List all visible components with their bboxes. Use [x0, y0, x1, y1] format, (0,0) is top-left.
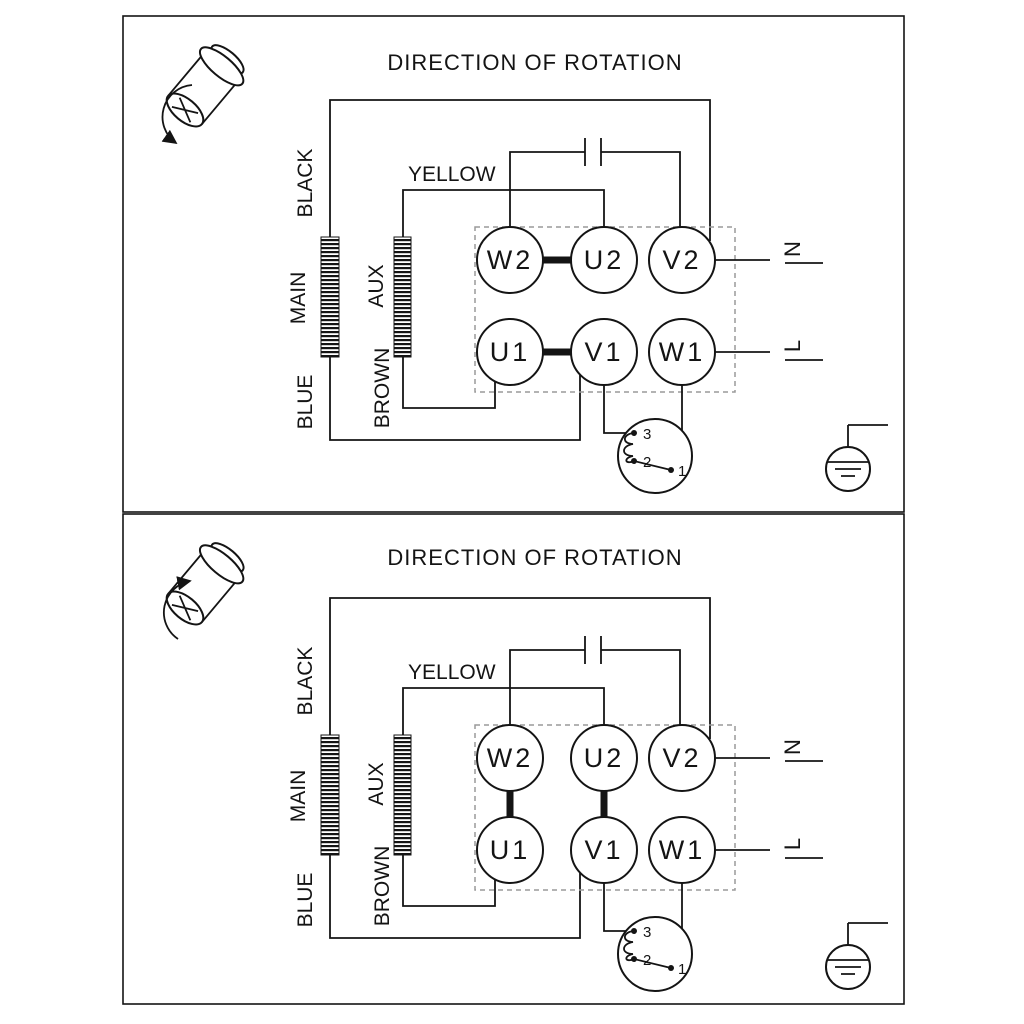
capacitor-icon	[509, 636, 681, 726]
wire-black	[329, 597, 711, 739]
panel-rotation-2: DIRECTION OF ROTATION BLACK MAIN BLUE AU…	[122, 513, 905, 1005]
rotation-arrow-icon	[162, 576, 192, 640]
aux-winding-bar	[393, 734, 412, 856]
wire-brown	[402, 357, 496, 409]
label-yellow: YELLOW	[408, 163, 496, 186]
terminal-u1: U1	[476, 816, 544, 884]
svg-text:V2: V2	[662, 743, 701, 773]
shaft-x-mark	[171, 97, 199, 123]
label-aux: AUX	[365, 264, 388, 307]
wire-yellow	[402, 687, 605, 735]
label-blue: BLUE	[294, 375, 317, 430]
label-main: MAIN	[287, 770, 310, 823]
rotation-arrow-icon	[161, 84, 193, 145]
aux-winding-bar	[393, 236, 412, 358]
label-neutral: N	[780, 739, 805, 755]
wire-brown	[402, 855, 496, 907]
thermal-terminal-3: 3	[643, 426, 651, 443]
svg-text:W1: W1	[659, 835, 706, 865]
svg-text:W1: W1	[659, 337, 706, 367]
terminal-w1: W1	[648, 816, 716, 884]
panel-title: DIRECTION OF ROTATION	[387, 50, 682, 75]
svg-text:V1: V1	[584, 835, 623, 865]
thermal-terminal-1: 1	[678, 961, 686, 978]
bimetal-coil	[623, 930, 635, 962]
terminal-u2: U2	[570, 226, 638, 294]
capacitor-icon	[509, 138, 681, 228]
label-aux: AUX	[365, 762, 388, 805]
terminal-w2: W2	[476, 724, 544, 792]
svg-text:W2: W2	[487, 245, 534, 275]
svg-text:W2: W2	[487, 743, 534, 773]
terminal-v2: V2	[648, 226, 716, 294]
label-main: MAIN	[287, 272, 310, 325]
svg-text:V2: V2	[662, 245, 701, 275]
label-brown: BROWN	[371, 348, 394, 429]
main-winding-bar	[320, 734, 340, 856]
label-black: BLACK	[294, 647, 317, 716]
terminal-v1: V1	[570, 816, 638, 884]
panel-border	[122, 513, 905, 1005]
svg-text:V1: V1	[584, 337, 623, 367]
supply-neutral: N	[715, 241, 823, 264]
wire-blue	[329, 357, 581, 441]
supply-line: L	[715, 340, 823, 361]
shaft-x-mark	[171, 595, 199, 621]
label-neutral: N	[780, 241, 805, 257]
motor-shaft-icon	[162, 542, 245, 640]
supply-neutral: N	[715, 739, 823, 762]
supply-line: L	[715, 838, 823, 859]
thermal-switch-icon: 3 2 1	[603, 883, 693, 992]
label-line: L	[780, 838, 805, 850]
label-yellow: YELLOW	[408, 661, 496, 684]
label-line: L	[780, 340, 805, 352]
earth-ground-icon	[825, 424, 888, 492]
switch-contact	[633, 460, 672, 471]
svg-text:U1: U1	[490, 835, 531, 865]
terminal-v2: V2	[648, 724, 716, 792]
panel-rotation-1: DIRECTION OF ROTATION BLACK MAIN BLUE AU…	[122, 15, 905, 513]
svg-text:U1: U1	[490, 337, 531, 367]
terminal-w2: W2	[476, 226, 544, 294]
panel-title: DIRECTION OF ROTATION	[387, 545, 682, 570]
label-brown: BROWN	[371, 846, 394, 927]
thermal-terminal-2: 2	[643, 952, 651, 969]
thermal-switch-icon: 3 2 1	[603, 385, 693, 494]
earth-ground-icon	[825, 922, 888, 990]
switch-contact	[633, 958, 672, 969]
panel-border	[122, 15, 905, 513]
bimetal-coil	[623, 432, 635, 464]
terminal-u2: U2	[570, 724, 638, 792]
motor-shaft-icon	[161, 44, 245, 145]
thermal-terminal-1: 1	[678, 463, 686, 480]
label-blue: BLUE	[294, 873, 317, 928]
terminal-v1: V1	[570, 318, 638, 386]
main-winding-bar	[320, 236, 340, 358]
thermal-terminal-3: 3	[643, 924, 651, 941]
svg-text:U2: U2	[584, 743, 625, 773]
wire-black	[329, 99, 711, 241]
terminal-w1: W1	[648, 318, 716, 386]
svg-text:U2: U2	[584, 245, 625, 275]
terminal-u1: U1	[476, 318, 544, 386]
label-black: BLACK	[294, 149, 317, 218]
wire-yellow	[402, 189, 605, 237]
thermal-terminal-2: 2	[643, 454, 651, 471]
wire-blue	[329, 855, 581, 939]
